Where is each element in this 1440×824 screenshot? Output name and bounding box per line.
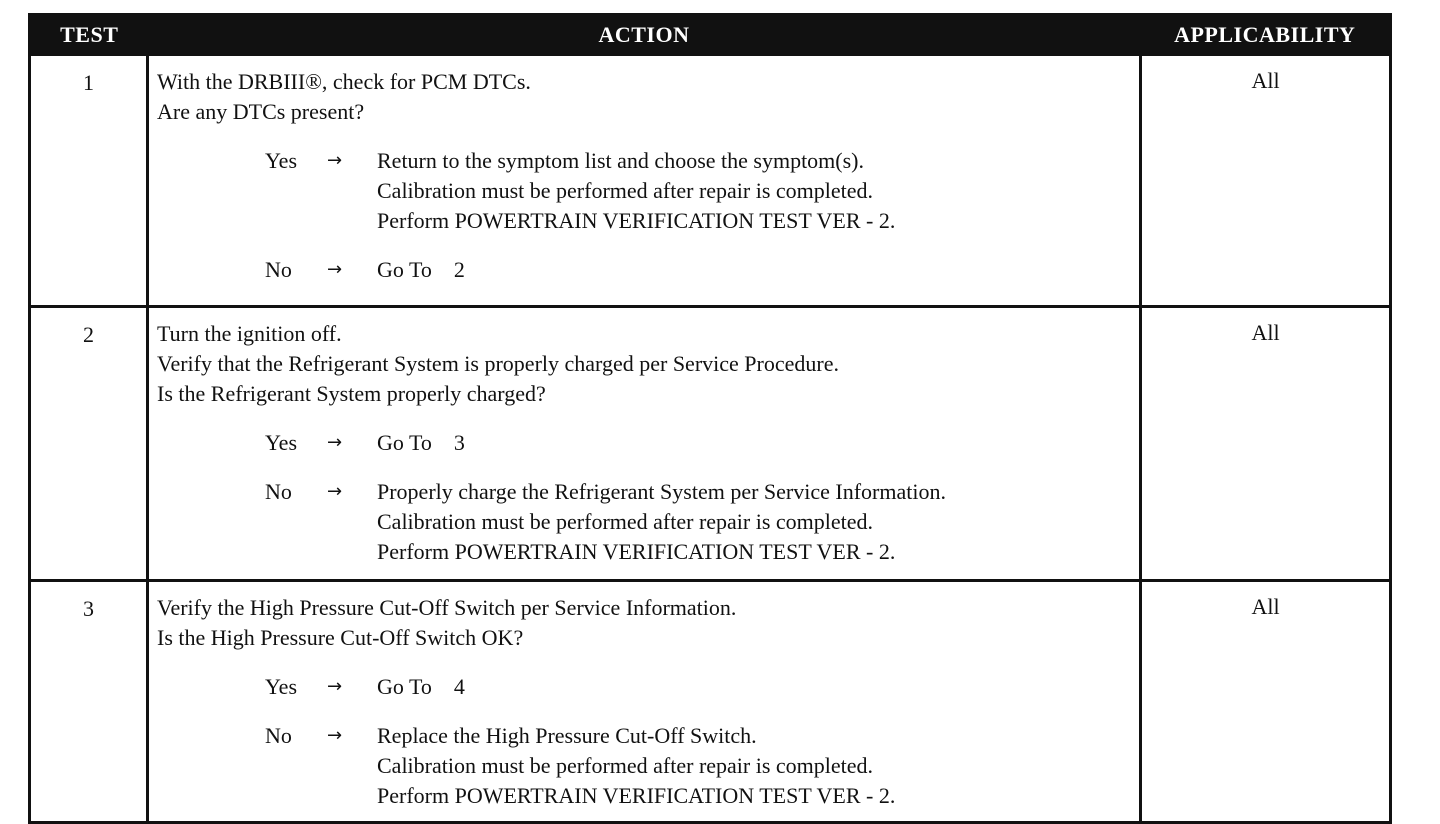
result-line: Return to the symptom list and choose th… [377,148,865,173]
answer-label: Yes [265,148,298,173]
result-line: Replace the High Pressure Cut-Off Switch… [377,723,757,748]
result-line: Properly charge the Refrigerant System p… [377,479,946,504]
goto-step-number: 3 [453,430,465,455]
answer-label: Yes [265,430,298,455]
applicability-value: All [1139,579,1392,824]
answer-result: Replace the High Pressure Cut-Off Switch… [377,721,1131,811]
diagnostic-test-table: TEST ACTION APPLICABILITY 1 With the DRB… [28,13,1392,824]
header-applicability: APPLICABILITY [1140,14,1391,55]
result-line: Calibration must be performed after repa… [377,178,874,203]
answer-no: No → Go To 2 [265,255,1131,285]
right-arrow-icon: → [327,481,343,502]
action-cell: Turn the ignition off. Verify that the R… [146,305,1142,582]
right-arrow-icon: → [327,259,343,280]
answer-no: No → Replace the High Pressure Cut-Off S… [265,721,1131,811]
action-cell: With the DRBIII®, check for PCM DTCs. Ar… [146,53,1142,308]
answer-label: No [265,723,292,748]
answer-result: Properly charge the Refrigerant System p… [377,477,1131,567]
action-question: Is the Refrigerant System properly charg… [157,381,546,406]
action-instruction: Verify that the Refrigerant System is pr… [157,351,839,376]
table-row: 3 Verify the High Pressure Cut-Off Switc… [28,579,1392,824]
result-line: Perform POWERTRAIN VERIFICATION TEST VER… [377,783,896,808]
header-test: TEST [29,14,148,55]
result-line: Perform POWERTRAIN VERIFICATION TEST VER… [377,208,896,233]
right-arrow-icon: → [327,150,343,171]
goto-text: Go To [377,674,432,699]
result-line: Calibration must be performed after repa… [377,753,874,778]
answer-result: Go To 4 [377,672,1131,702]
right-arrow-icon: → [327,676,343,697]
table-row: 2 Turn the ignition off. Verify that the… [28,305,1392,582]
table-header-row: TEST ACTION APPLICABILITY [29,14,1391,55]
action-instruction: With the DRBIII®, check for PCM DTCs. [157,69,531,94]
result-line: Perform POWERTRAIN VERIFICATION TEST VER… [377,539,896,564]
right-arrow-icon: → [327,725,343,746]
answer-label: Yes [265,674,298,699]
action-instruction: Verify the High Pressure Cut-Off Switch … [157,595,737,620]
test-number: 1 [28,53,149,308]
answer-label: No [265,257,292,282]
answer-no: No → Properly charge the Refrigerant Sys… [265,477,1131,567]
action-cell: Verify the High Pressure Cut-Off Switch … [146,579,1142,824]
header-action: ACTION [147,14,1141,55]
applicability-value: All [1139,305,1392,582]
answer-result: Go To 2 [377,255,1131,285]
answer-yes: Yes → Return to the symptom list and cho… [265,146,1131,236]
action-instruction: Turn the ignition off. [157,321,342,346]
test-number: 3 [28,579,149,824]
goto-text: Go To [377,430,432,455]
goto-step-number: 2 [453,257,465,282]
answer-label: No [265,479,292,504]
table-row: 1 With the DRBIII®, check for PCM DTCs. … [28,53,1392,308]
result-line: Calibration must be performed after repa… [377,509,874,534]
answer-yes: Yes → Go To 4 [265,672,1131,702]
action-question: Is the High Pressure Cut-Off Switch OK? [157,625,524,650]
answer-yes: Yes → Go To 3 [265,428,1131,458]
right-arrow-icon: → [327,432,343,453]
answer-result: Return to the symptom list and choose th… [377,146,1131,236]
action-question: Are any DTCs present? [157,99,365,124]
goto-step-number: 4 [453,674,465,699]
applicability-value: All [1139,53,1392,308]
test-number: 2 [28,305,149,582]
goto-text: Go To [377,257,432,282]
answer-result: Go To 3 [377,428,1131,458]
